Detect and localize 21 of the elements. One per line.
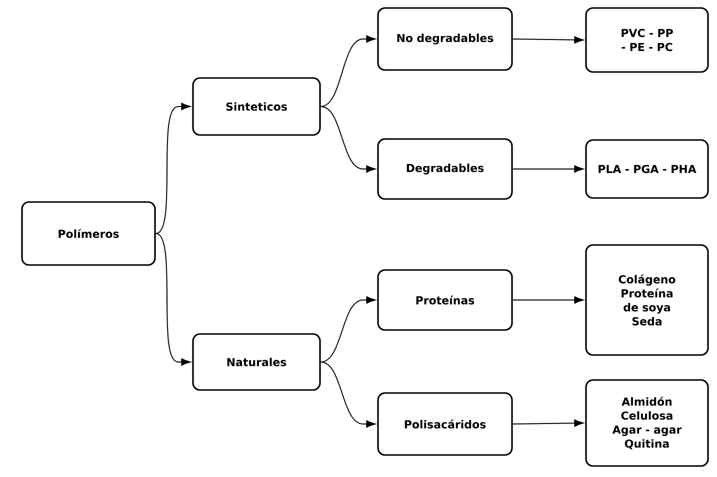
process-box: Sinteticos xyxy=(192,77,321,136)
process-box: Proteínas xyxy=(377,269,513,331)
process-box: PLA - PGA - PHA xyxy=(585,139,709,199)
arrow xyxy=(512,296,584,304)
arrow xyxy=(155,102,191,234)
arrow xyxy=(155,233,191,366)
arrow xyxy=(512,165,584,173)
arrow xyxy=(320,362,376,428)
process-box: PVC - PP - PE - PC xyxy=(585,7,709,73)
arrow xyxy=(512,36,584,44)
process-box: Polímeros xyxy=(21,201,156,266)
process-box: Degradables xyxy=(377,138,513,200)
process-box: Almidón Celulosa Agar - agar Quitina xyxy=(585,379,709,467)
arrow xyxy=(320,106,376,173)
arrow xyxy=(320,35,376,107)
arrow xyxy=(512,420,584,427)
process-box: Colágeno Proteína de soya Seda xyxy=(585,244,709,356)
process-box: Naturales xyxy=(192,333,321,391)
process-box: No degradables xyxy=(377,7,513,71)
process-box: Polisacáridos xyxy=(377,392,513,456)
arrow xyxy=(320,296,376,362)
